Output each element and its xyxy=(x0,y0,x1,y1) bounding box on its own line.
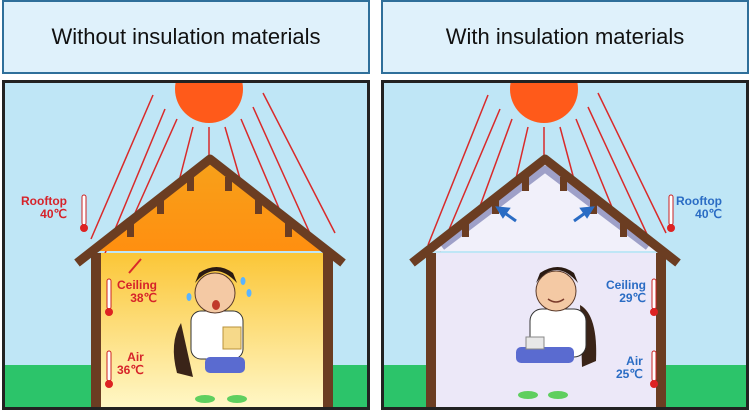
ceiling-label-left: Ceiling 38℃ xyxy=(117,279,157,305)
panel-without-insulation: Without insulation materials xyxy=(2,0,370,412)
air-name-left: Air xyxy=(127,350,144,364)
deflect-arrow-icon xyxy=(495,206,595,223)
thermometer-icon xyxy=(105,278,113,316)
wall-left xyxy=(426,253,436,407)
ray xyxy=(252,106,318,250)
wall-right xyxy=(323,253,333,407)
person-sweating-icon xyxy=(173,267,247,403)
ceiling-name-left: Ceiling xyxy=(117,278,158,292)
ray xyxy=(262,92,336,234)
ceiling-label-right: Ceiling 29℃ xyxy=(606,279,646,305)
air-label-left: Air 36℃ xyxy=(117,351,144,377)
ray xyxy=(134,118,178,214)
wall-right xyxy=(656,253,666,407)
ray xyxy=(90,94,154,240)
roof xyxy=(74,154,346,267)
rooftop-label-right: Rooftop 40℃ xyxy=(676,195,722,221)
thermometer-icon xyxy=(650,278,658,316)
sun-icon xyxy=(175,83,243,123)
air-temp-right: 25℃ xyxy=(616,367,643,381)
ray xyxy=(575,118,617,218)
panel-title-left: Without insulation materials xyxy=(51,24,321,49)
thermometer-icon xyxy=(105,350,113,388)
rooftop-temp-right: 40℃ xyxy=(695,207,722,221)
title-bar-left: Without insulation materials xyxy=(2,0,370,74)
rooftop-temp-left: 40℃ xyxy=(40,207,67,221)
scene-right: Rooftop 40℃ Ceiling 29℃ Air 25℃ xyxy=(381,80,749,410)
person-relaxed-icon xyxy=(516,267,597,399)
rafters xyxy=(127,177,292,237)
ray xyxy=(240,118,282,214)
rooftop-name-left: Rooftop xyxy=(21,194,67,208)
sweat-drops xyxy=(186,277,252,301)
attic-insulated xyxy=(434,163,656,251)
air-name-right: Air xyxy=(626,354,643,368)
thermometer-icon xyxy=(80,194,88,232)
ray xyxy=(427,94,489,246)
ceiling-name-right: Ceiling xyxy=(606,278,647,292)
sun-icon xyxy=(510,83,578,123)
title-bar-right: With insulation materials xyxy=(381,0,749,74)
wall-left xyxy=(91,253,101,407)
ceiling-temp-right: 29℃ xyxy=(619,291,647,305)
ceiling-temp-left: 38℃ xyxy=(130,291,158,305)
ray xyxy=(587,106,653,246)
panel-with-insulation: With insulation materials xyxy=(381,0,749,412)
attic-heated xyxy=(97,161,323,251)
thermometer-icon xyxy=(650,350,658,388)
ray xyxy=(439,108,501,252)
rooftop-name-right: Rooftop xyxy=(676,194,722,208)
scene-right-illustration xyxy=(384,83,746,407)
air-label-right: Air 25℃ xyxy=(616,355,643,381)
thermometer-icon xyxy=(667,194,675,232)
panel-title-right: With insulation materials xyxy=(445,24,685,49)
scene-left-illustration xyxy=(5,83,367,407)
ray xyxy=(597,92,667,234)
sun-rays xyxy=(427,92,667,252)
rooftop-label-left: Rooftop 40℃ xyxy=(21,195,67,221)
insulation-layer xyxy=(439,165,651,250)
roof xyxy=(409,154,681,267)
ray xyxy=(475,118,513,218)
scene-left: Rooftop 40℃ Ceiling 38℃ Air 36℃ xyxy=(2,80,370,410)
air-temp-left: 36℃ xyxy=(117,363,144,377)
heat-arrow-icon xyxy=(128,258,142,274)
